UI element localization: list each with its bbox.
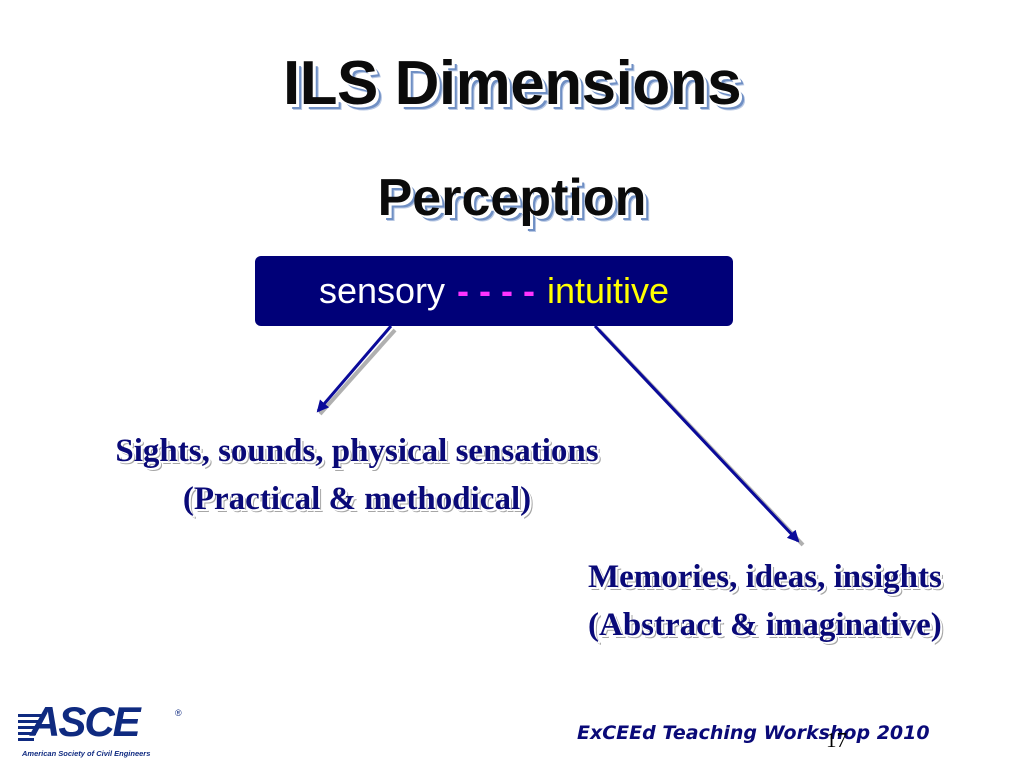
arrow-to-sensory-note [316, 325, 393, 413]
intuitive-line-2: (Abstract & imaginative) [588, 607, 942, 643]
workshop-footer: ExCEEd Teaching Workshop 2010 [577, 722, 930, 744]
sensory-line-2: (Practical & methodical) [182, 481, 532, 517]
dimension-left-label: sensory [318, 270, 446, 311]
asce-tagline: American Society of Civil Engineers [22, 749, 151, 758]
arrow-to-intuitive-note [593, 324, 800, 543]
asce-logo: ASCE [30, 698, 141, 745]
slide-number: 17 [826, 728, 847, 752]
slide-subtitle: Perception [377, 169, 647, 227]
intuitive-description: Memories, ideas, insights (Abstract & im… [588, 553, 942, 649]
slide-title: ILS Dimensions [282, 49, 742, 118]
registered-mark: ® [175, 708, 182, 718]
sensory-line-1: Sights, sounds, physical sensations [115, 433, 599, 469]
dimension-right-label: intuitive [546, 270, 670, 311]
asce-logo-stripes [18, 714, 42, 741]
dimension-separator: - - - - [457, 270, 535, 311]
dimension-box: sensory - - - - intuitive [255, 256, 733, 326]
intuitive-line-1: Memories, ideas, insights [588, 559, 942, 595]
sensory-description: Sights, sounds, physical sensations (Pra… [60, 427, 654, 523]
